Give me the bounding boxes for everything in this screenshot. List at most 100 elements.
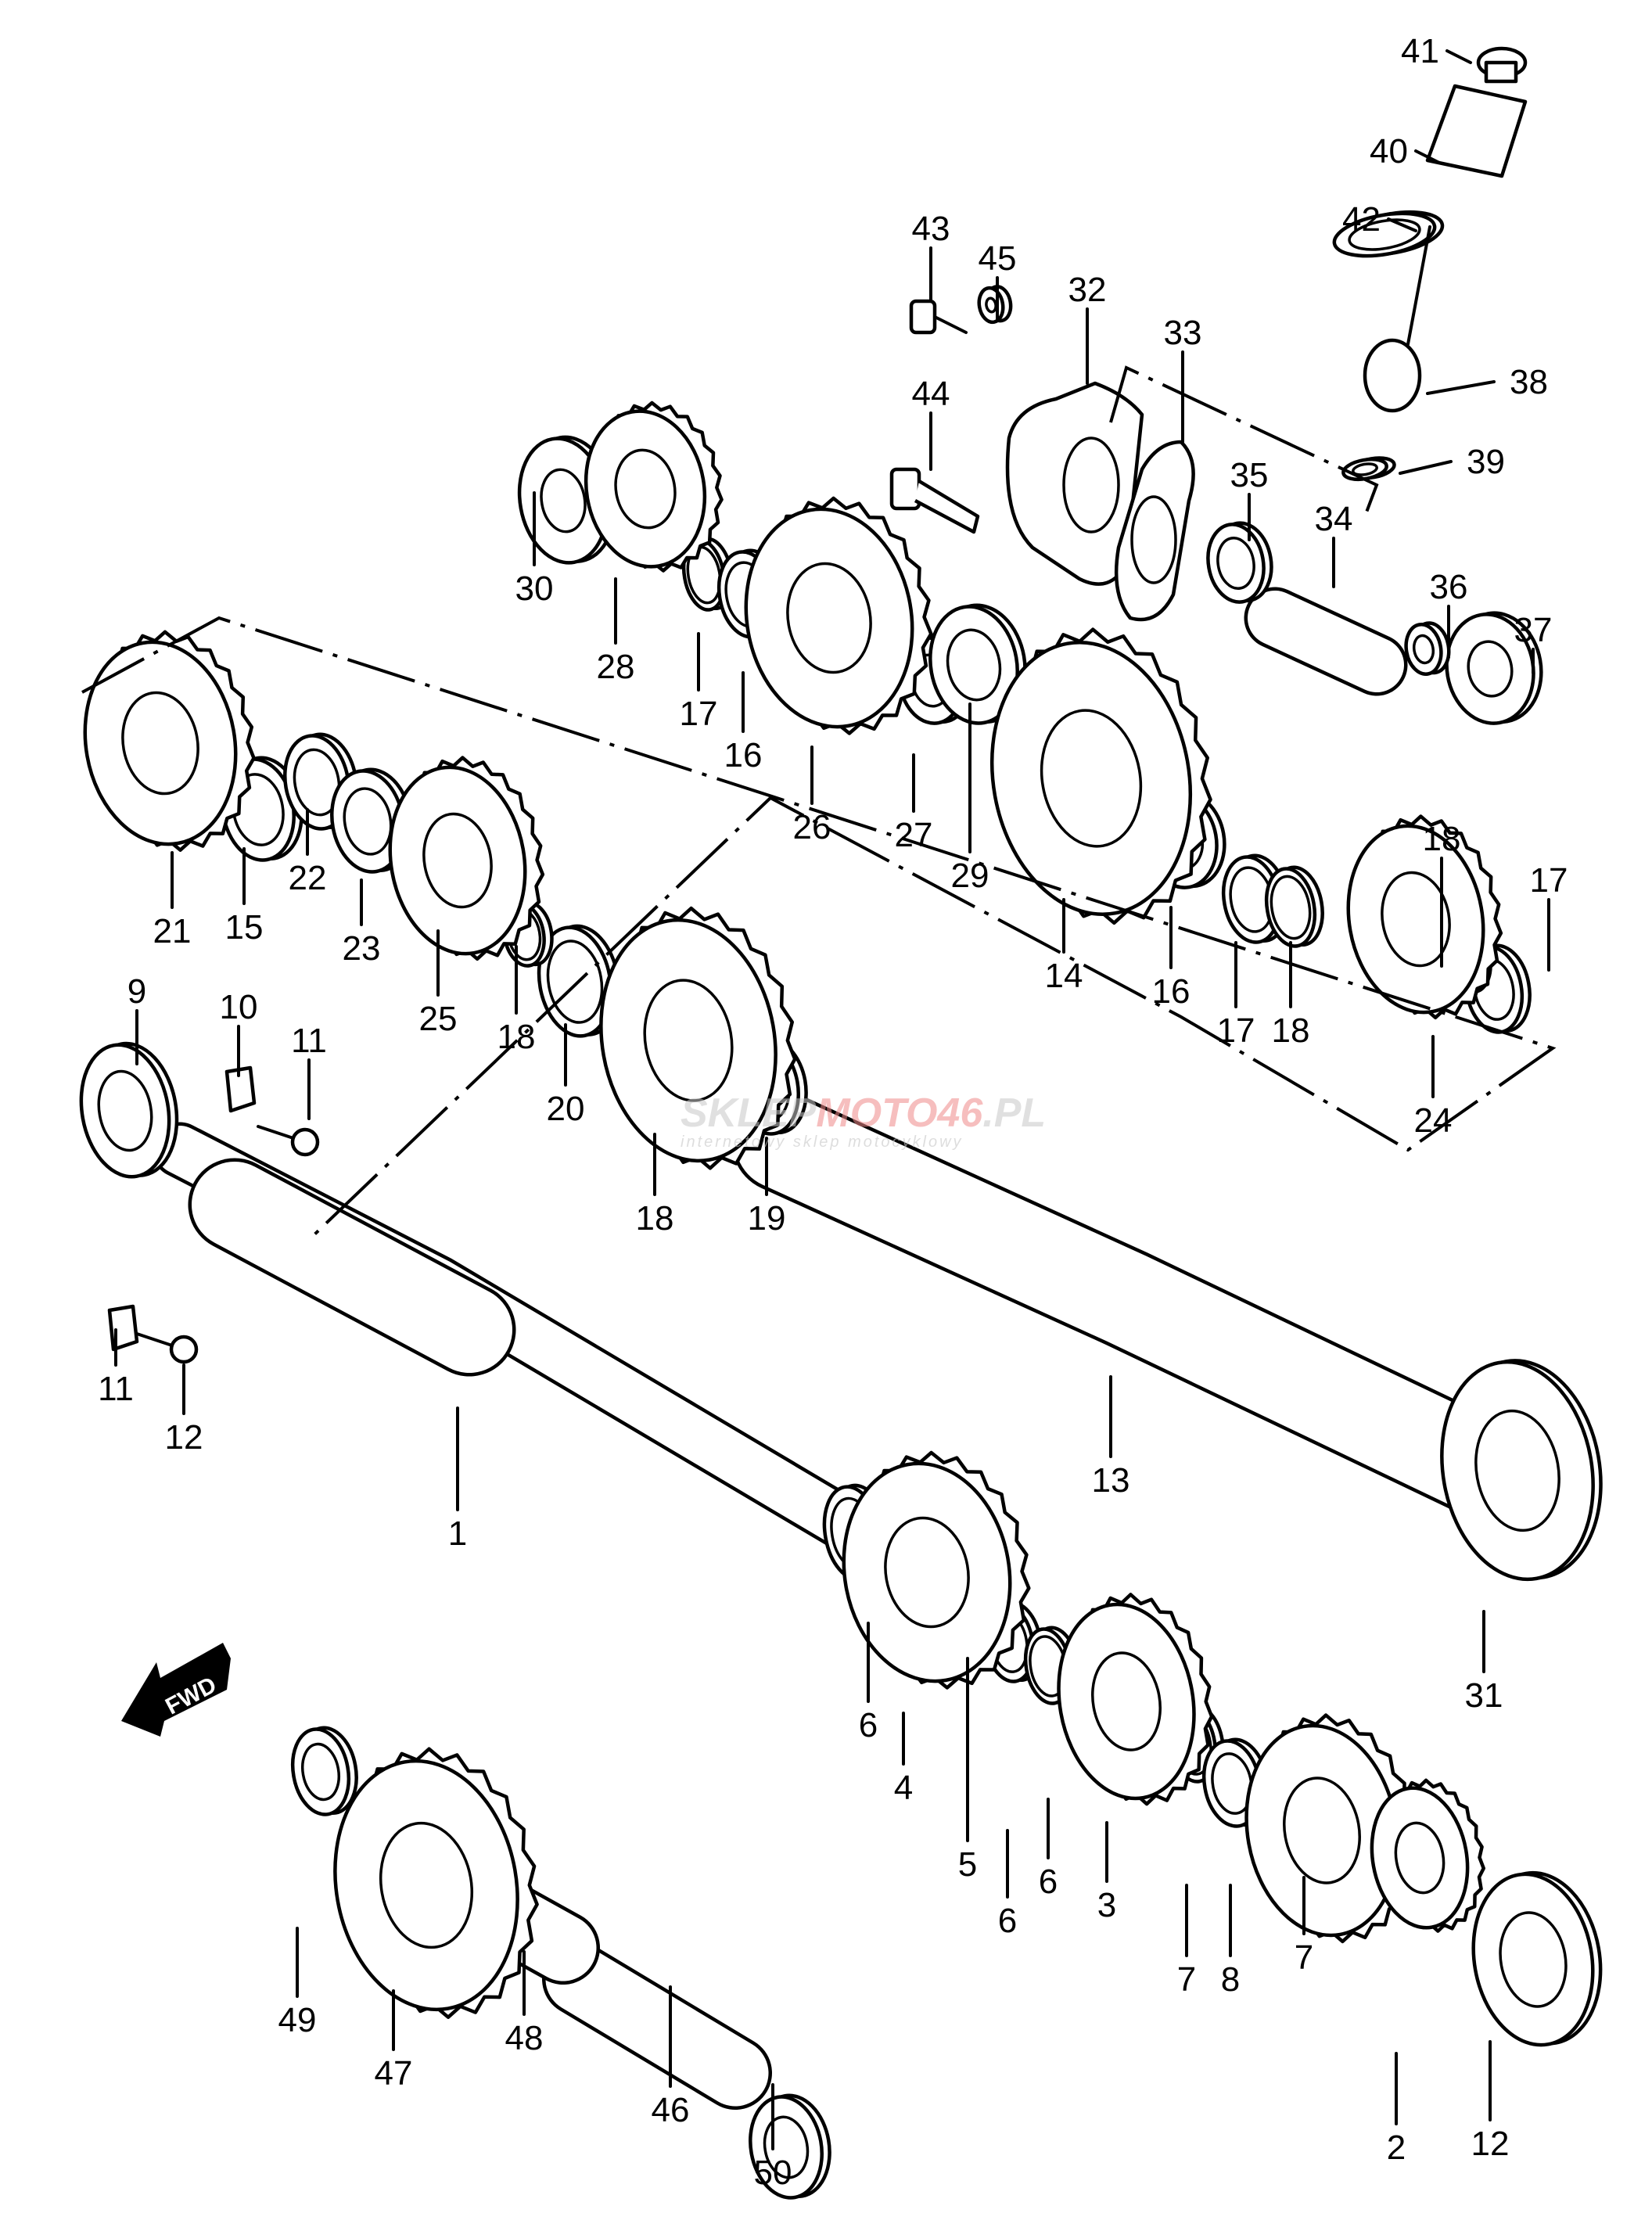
callout-label-27: 27 <box>895 816 933 854</box>
bolt-45 <box>889 467 980 534</box>
callout-label-26: 26 <box>793 808 831 846</box>
fwd-arrow-icon: FWD <box>121 1643 231 1737</box>
leader-line-41 <box>1446 49 1472 64</box>
callout-label-7: 7 <box>1177 1960 1196 1999</box>
retainer-11 <box>107 1304 139 1352</box>
bearing-10 <box>79 1041 179 1179</box>
callout-label-36: 36 <box>1430 568 1468 606</box>
gear-26 <box>388 756 545 961</box>
gear-25 <box>1346 814 1503 1020</box>
washer-40 <box>1341 456 1396 482</box>
callout-label-29: 29 <box>951 857 989 895</box>
callout-label-32: 32 <box>1068 271 1107 309</box>
gasket-34 <box>1114 440 1195 622</box>
leader-line-40 <box>1414 149 1441 164</box>
gear-15 <box>989 627 1212 925</box>
callout-label-6: 6 <box>998 1902 1017 1940</box>
gear-27 <box>744 496 933 735</box>
gear-4 <box>842 1450 1031 1690</box>
callout-label-25: 25 <box>419 1000 458 1038</box>
callout-label-23: 23 <box>343 929 381 968</box>
callout-label-15: 15 <box>225 908 264 947</box>
callout-label-3: 3 <box>1097 1886 1116 1924</box>
countershaft-gear-section <box>188 1158 516 1377</box>
callout-label-38: 38 <box>1510 363 1548 401</box>
shaft-47 <box>542 1942 772 2110</box>
bolt-44 <box>909 299 968 335</box>
callout-label-13: 13 <box>1092 1461 1130 1500</box>
callout-label-41: 41 <box>1401 32 1439 70</box>
speedo-drive-gear <box>1244 587 1408 696</box>
callout-label-43: 43 <box>912 210 950 248</box>
callout-label-16: 16 <box>1152 972 1191 1011</box>
parts-layer <box>79 46 1603 2200</box>
callout-label-44: 44 <box>912 375 950 413</box>
callout-label-20: 20 <box>547 1090 585 1128</box>
washer-50 <box>290 1726 358 1816</box>
screw-12 <box>257 1125 320 1157</box>
callout-label-50: 50 <box>754 2154 792 2192</box>
callout-label-35: 35 <box>1230 456 1269 494</box>
gear-3 <box>1057 1593 1214 1806</box>
seal-36 <box>1206 521 1273 604</box>
driveshaft-group-outline <box>81 616 1557 1238</box>
bearing-13 <box>1471 1870 1603 2047</box>
callout-label-9: 9 <box>127 972 146 1011</box>
leader-lines <box>114 49 1550 2150</box>
watermark: SKLEPMOTO46.PL internetowy sklep motocyk… <box>681 1090 1046 1151</box>
callout-label-10: 10 <box>220 988 258 1026</box>
callout-label-17: 17 <box>680 695 718 733</box>
circlip-18b <box>1264 865 1324 948</box>
callout-label-16: 16 <box>724 736 763 774</box>
gear-48 <box>333 1747 539 2019</box>
callout-label-2: 2 <box>1387 2129 1406 2167</box>
callout-label-33: 33 <box>1164 314 1202 352</box>
watermark-tagline: internetowy sklep motocyklowy <box>681 1133 964 1151</box>
retainer-11 <box>224 1065 257 1113</box>
watermark-brand: SKLEPMOTO46.PL <box>681 1090 1046 1136</box>
callout-label-12: 12 <box>165 1418 203 1457</box>
callout-label-24: 24 <box>1414 1101 1453 1140</box>
bushing-41 <box>1425 84 1528 178</box>
callout-label-4: 4 <box>894 1769 913 1807</box>
callout-label-47: 47 <box>375 2054 413 2093</box>
callout-label-18: 18 <box>497 1018 536 1056</box>
callout-label-39: 39 <box>1467 443 1505 481</box>
callout-label-46: 46 <box>652 2091 690 2129</box>
callout-label-40: 40 <box>1370 132 1408 171</box>
callout-label-7: 7 <box>1295 1938 1313 1977</box>
washer-30 <box>928 603 1027 725</box>
callout-label-6: 6 <box>1039 1863 1058 1901</box>
plug-42 <box>1476 46 1528 84</box>
callout-label-11: 11 <box>98 1370 134 1408</box>
plate-29 <box>584 401 724 573</box>
callout-label-18: 18 <box>636 1199 674 1238</box>
bushing-38 <box>1445 611 1543 725</box>
callout-label-30: 30 <box>515 569 554 608</box>
callout-label-19: 19 <box>748 1199 786 1238</box>
callout-label-45: 45 <box>979 239 1017 278</box>
leader-line-38 <box>1426 380 1496 395</box>
callout-label-11: 11 <box>291 1022 327 1060</box>
callout-label-22: 22 <box>289 859 327 897</box>
callout-label-17: 17 <box>1530 861 1568 900</box>
o-ring-43 <box>1332 210 1445 258</box>
assembly-chain-lines <box>81 365 1557 1238</box>
callout-label-12: 12 <box>1471 2125 1510 2163</box>
callout-label-17: 17 <box>1217 1011 1255 1050</box>
washer-46 <box>977 285 1013 325</box>
leader-line-39 <box>1399 460 1453 475</box>
callout-label-1: 1 <box>448 1514 467 1553</box>
leader-line-42 <box>1387 217 1417 232</box>
gear-8 <box>1244 1713 1418 1944</box>
callout-label-28: 28 <box>597 648 635 686</box>
callout-label-31: 31 <box>1465 1676 1503 1715</box>
callout-label-6: 6 <box>859 1706 878 1744</box>
callout-label-8: 8 <box>1221 1960 1240 1999</box>
callout-label-37: 37 <box>1514 611 1553 649</box>
callout-label-14: 14 <box>1045 957 1083 995</box>
callout-label-5: 5 <box>958 1845 977 1884</box>
washer-37 <box>1404 621 1451 676</box>
